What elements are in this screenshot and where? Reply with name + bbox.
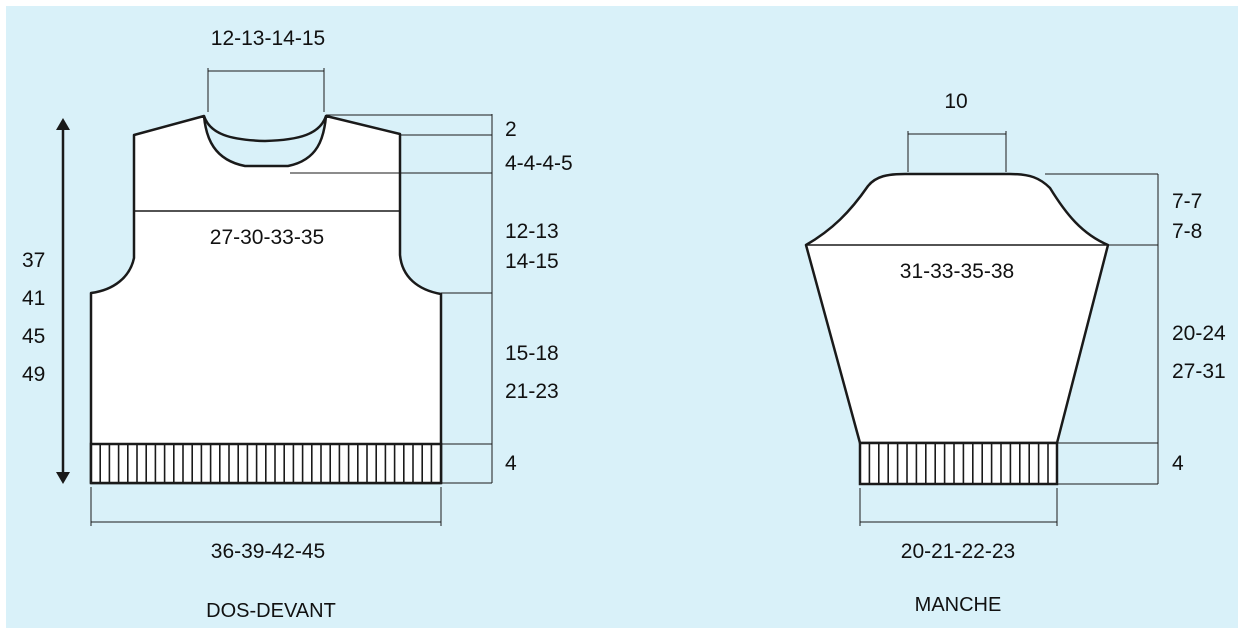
manche-title: MANCHE [915,594,1002,616]
body-height-label-b: 21-23 [505,380,559,403]
total-length-label-2: 41 [22,287,45,310]
dos-devant-rib-lines [99,444,433,483]
dos-devant-piece: 12-13-14-15 2 4-4-4-5 27-30-33-35 12-13 … [22,27,573,622]
manche-rib-height-label: 4 [1172,452,1184,475]
total-length-label-3: 45 [22,325,45,348]
manche-piece: 10 7-7 7-8 31-33-35-38 20-24 27-31 4 20-… [804,90,1226,616]
rib-height-label: 4 [505,452,517,475]
manche-body-shape [804,172,1110,445]
neck-back-line [202,115,328,143]
length-label-a: 20-24 [1172,322,1226,345]
dos-devant-title: DOS-DEVANT [206,600,336,622]
total-length-label-1: 37 [22,249,45,272]
shoulder-drop-label: 2 [505,118,517,141]
cap-height-label-a: 7-7 [1172,190,1202,213]
manche-rib-lines [868,443,1049,484]
chest-width-label: 27-30-33-35 [210,226,324,249]
body-height-label-a: 15-18 [505,342,559,365]
upper-width-label: 31-33-35-38 [900,260,1014,283]
length-label-b: 27-31 [1172,360,1226,383]
total-length-label-4: 49 [22,363,45,386]
cuff-width-label: 20-21-22-23 [901,540,1015,563]
neck-depth-label: 4-4-4-5 [505,152,573,175]
manche-rib [858,441,1059,486]
dos-devant-body-shape [89,114,443,485]
bottom-width-label: 36-39-42-45 [211,540,325,563]
armhole-height-label-a: 12-13 [505,220,559,243]
cap-height-label-b: 7-8 [1172,220,1202,243]
armhole-height-label-b: 14-15 [505,250,559,273]
top-width-label: 10 [944,90,967,113]
neck-width-label: 12-13-14-15 [211,27,325,50]
